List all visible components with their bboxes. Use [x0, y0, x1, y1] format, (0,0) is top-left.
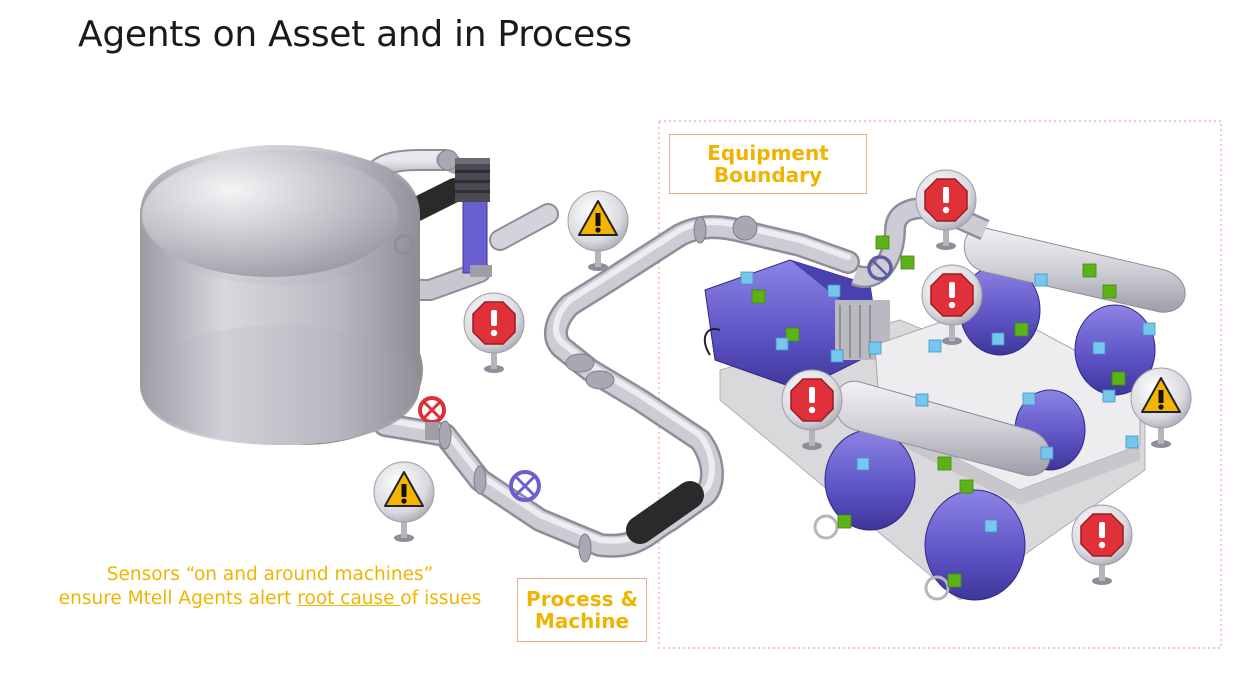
sensor-green	[900, 255, 915, 270]
sensor-green	[1111, 371, 1126, 386]
green-sensors	[751, 235, 1126, 588]
purple-valve	[509, 470, 541, 502]
warning-icon	[373, 461, 435, 542]
equipment-boundary-line2: Boundary	[713, 163, 823, 187]
sensor-green	[785, 327, 800, 342]
process-machine-label: Process & Machine	[517, 578, 647, 642]
sensor-green	[1102, 284, 1117, 299]
stop-alarm-icon	[1071, 504, 1133, 585]
process-machine-line2: Machine	[534, 609, 630, 633]
sensor-green	[837, 514, 852, 529]
caption-root-cause: root cause	[297, 588, 401, 609]
caption-line2: ensure Mtell Agents alert root cause of …	[10, 587, 530, 611]
stop-alarm-icon	[463, 292, 525, 373]
equipment-boundary-line1: Equipment	[707, 141, 829, 165]
warning-icon	[567, 190, 629, 271]
sensor-blue	[928, 339, 942, 353]
sensor-blue	[1022, 392, 1036, 406]
sensor-blue	[915, 393, 929, 407]
equipment-boundary-frame	[658, 120, 1222, 649]
sensor-green	[875, 235, 890, 250]
process-machine-line1: Process &	[526, 587, 638, 611]
sensor-blue	[868, 341, 882, 355]
sensor-blue	[827, 284, 841, 298]
pump-cluster	[824, 264, 1156, 601]
sensor-green	[947, 573, 962, 588]
sensor-blue	[1102, 389, 1116, 403]
sensor-green	[959, 479, 974, 494]
stop-alarm-icon	[921, 264, 983, 345]
pipe-flanges	[437, 149, 758, 563]
sensor-green	[937, 456, 952, 471]
sensor-green	[1014, 322, 1029, 337]
gray-valve	[393, 234, 415, 256]
sensor-blue	[856, 457, 870, 471]
sensor-green	[751, 289, 766, 304]
sensor-blue	[830, 349, 844, 363]
red-valve	[418, 396, 446, 440]
pressure-vessels	[834, 227, 1186, 476]
sensor-caption: Sensors “on and around machines” ensure …	[10, 563, 530, 611]
sensor-blue	[740, 271, 754, 285]
caption-line1: Sensors “on and around machines”	[106, 564, 434, 585]
warning-icon	[1130, 367, 1192, 448]
sensor-blue	[1142, 322, 1156, 336]
sensor-blue	[775, 337, 789, 351]
caption-line2-prefix: ensure Mtell Agents alert	[58, 588, 298, 609]
equipment-boundary-label: Equipment Boundary	[669, 134, 867, 194]
stop-alarm-icon	[781, 369, 843, 450]
caption-line2-suffix: of issues	[400, 588, 482, 609]
handwheel-valves	[813, 514, 950, 601]
vertical-pump	[455, 158, 492, 277]
slide-title: Agents on Asset and in Process	[78, 14, 632, 55]
storage-tank	[140, 145, 423, 445]
sensor-green	[1082, 263, 1097, 278]
sensor-blue	[1092, 341, 1106, 355]
stop-alarm-icon	[915, 169, 977, 250]
sensor-blue	[1040, 446, 1054, 460]
sensor-blue	[1034, 273, 1048, 287]
sensor-blue	[991, 332, 1005, 346]
sensor-blue	[1125, 435, 1139, 449]
blue-sensors	[740, 271, 1156, 533]
sensor-blue	[984, 519, 998, 533]
equipment-valve	[867, 255, 893, 281]
